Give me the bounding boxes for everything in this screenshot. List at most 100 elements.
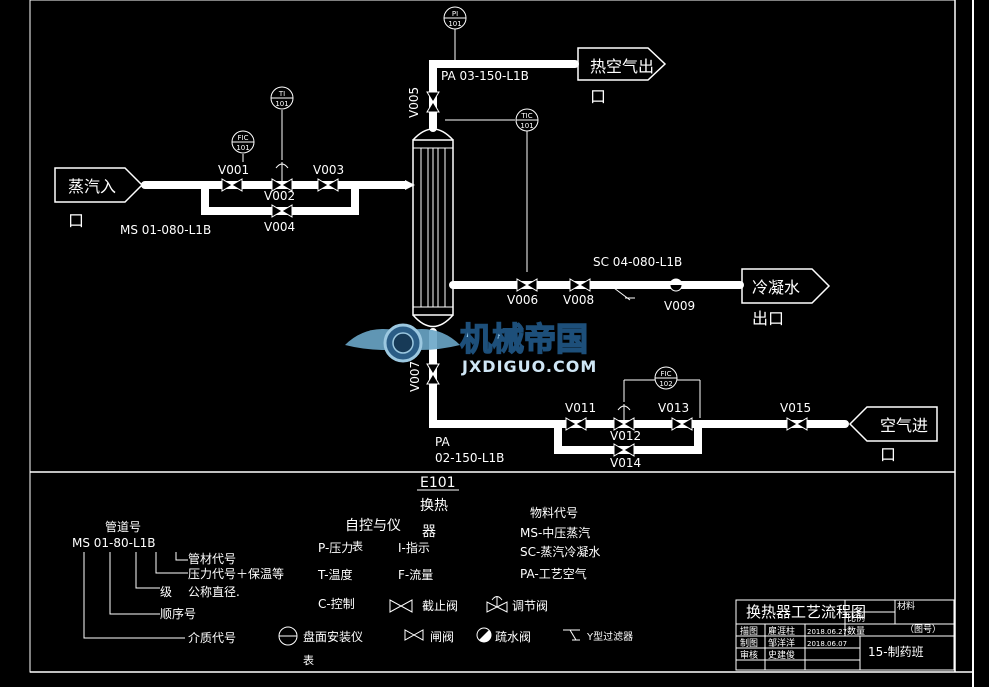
valve-v006-label: V006 bbox=[507, 293, 538, 307]
pi-tag: PI bbox=[452, 10, 458, 18]
legend-e101-tag: E101 bbox=[420, 475, 456, 491]
ms-pipe-label: MS 01-080-L1B bbox=[120, 223, 211, 237]
legend-pipe-part-2: 压力代号＋保温等 bbox=[188, 567, 284, 581]
valve-v005-label: V005 bbox=[407, 87, 421, 118]
valve-v015-icon bbox=[786, 417, 808, 431]
fic102-number: 102 bbox=[659, 380, 672, 388]
legend-material-pa: PA-工艺空气 bbox=[520, 566, 587, 581]
valve-v014-icon bbox=[613, 443, 635, 457]
condensate-outlet-label: 冷凝水 bbox=[752, 278, 800, 297]
valve-v006-icon bbox=[516, 278, 538, 292]
heat-exchanger-e101 bbox=[412, 128, 454, 328]
title-block-scale: 比例 bbox=[847, 612, 865, 624]
legend-pipe-title: 管道号 bbox=[105, 519, 141, 534]
title-block-row2-role: 制图 bbox=[740, 637, 758, 649]
valve-v004-label: V004 bbox=[264, 220, 295, 234]
valve-v002-label: V002 bbox=[264, 189, 295, 203]
steam-inlet-arrow bbox=[54, 167, 144, 203]
legend-control-c: C-控制 bbox=[318, 597, 355, 611]
legend-material-title: 物料代号 bbox=[530, 506, 578, 520]
legend-panel-instrument: 盘面安装仪 bbox=[303, 629, 363, 644]
legend-pipe-part-6: 介质代号 bbox=[188, 631, 236, 645]
valve-v013-label: V013 bbox=[658, 401, 689, 415]
legend-pipe-part-1: 管材代号 bbox=[188, 551, 236, 566]
title-block-row3-role: 审核 bbox=[740, 649, 758, 661]
legend-material-sc: SC-蒸汽冷凝水 bbox=[520, 544, 600, 559]
legend-pipe-leaders bbox=[83, 552, 188, 639]
title-block-row1-name: 雇涯柱 bbox=[768, 625, 795, 637]
legend-pipe-part-4: 公称直径. bbox=[188, 585, 240, 599]
outer-frame-right bbox=[972, 0, 974, 687]
legend-e101-name: 换热 bbox=[420, 497, 448, 514]
trap-valve-icon bbox=[476, 627, 492, 643]
valve-v009-trap-icon bbox=[669, 278, 683, 292]
valve-v002-icon bbox=[271, 162, 293, 192]
valve-v004-icon bbox=[271, 204, 293, 218]
legend-pipe-part-5: 顺序号 bbox=[160, 606, 196, 621]
valve-v003-icon bbox=[317, 178, 339, 192]
control-valve-icon bbox=[486, 596, 508, 613]
condensate-outlet-arrow bbox=[741, 268, 831, 304]
valve-v003-label: V003 bbox=[313, 163, 344, 177]
legend-trap-valve: 疏水阀 bbox=[495, 629, 531, 644]
condensate-outlet-sub: 出口 bbox=[752, 309, 784, 328]
air-inlet-arrow bbox=[848, 406, 938, 442]
tic-number: 101 bbox=[520, 122, 533, 130]
tic-tag: TIC bbox=[520, 112, 532, 120]
valve-v007-icon bbox=[426, 363, 440, 385]
legend-control-t: T-温度 bbox=[317, 567, 353, 582]
valve-v014-label: V014 bbox=[610, 456, 641, 470]
gate-valve-icon bbox=[404, 629, 424, 641]
legend-panel-instrument2: 表 bbox=[303, 653, 314, 667]
title-block-group: 15-制药班 bbox=[868, 645, 924, 659]
panel-instrument-icon bbox=[278, 626, 298, 646]
air-inlet-sub: 口 bbox=[880, 445, 896, 464]
sc-pipe-label: SC 04-080-L1B bbox=[593, 255, 682, 269]
ti-tag: TI bbox=[278, 90, 285, 98]
watermark-title: 机械帝国 bbox=[460, 320, 588, 358]
pa02-pipe-label-b: 02-150-L1B bbox=[435, 451, 504, 465]
valve-v015-label: V015 bbox=[780, 401, 811, 415]
fic101-number: 101 bbox=[236, 144, 249, 152]
pa02-pipe-label-a: PA bbox=[435, 435, 450, 449]
hot-air-outlet-sub: 口 bbox=[590, 87, 606, 106]
pa03-pipe-label: PA 03-150-L1B bbox=[441, 69, 529, 83]
valve-v012-icon bbox=[613, 404, 635, 431]
valve-v011-label: V011 bbox=[565, 401, 596, 415]
legend-control-p: P-压力 bbox=[318, 541, 353, 555]
title-block-row2-date: 2018.06.07 bbox=[807, 640, 847, 648]
legend-control-f: F-流量 bbox=[398, 568, 433, 582]
title-block-material: 材料 bbox=[897, 600, 915, 612]
valve-v008-icon bbox=[569, 278, 591, 292]
title-block-row1-role: 描图 bbox=[740, 625, 758, 637]
legend-control-title2: 表 bbox=[352, 539, 363, 553]
legend-control-title: 自控与仪 bbox=[345, 518, 401, 534]
pi-number: 101 bbox=[448, 20, 461, 28]
y-filter-legend-icon bbox=[563, 629, 580, 641]
legend-material-ms: MS-中压蒸汽 bbox=[520, 525, 590, 540]
legend-stop-valve: 截止阀 bbox=[422, 599, 458, 613]
fic101-tag: FIC bbox=[238, 134, 249, 142]
valve-v007-label: V007 bbox=[408, 361, 422, 392]
title-block-row2-name: 邹洋洋 bbox=[768, 637, 795, 649]
title-block-row1-date: 2018.06.27 bbox=[807, 628, 847, 636]
y-filter-icon bbox=[609, 284, 635, 301]
legend-pipe-part-3: 级 bbox=[160, 585, 172, 599]
valve-v001-label: V001 bbox=[218, 163, 249, 177]
title-block-drawing-no: （图号） bbox=[905, 624, 941, 635]
valve-v005-icon bbox=[426, 91, 440, 113]
watermark-logo bbox=[345, 323, 460, 363]
legend-e101-name2: 器 bbox=[422, 524, 436, 540]
watermark-url: JXDIGUO.COM bbox=[461, 357, 597, 376]
fic102-tag: FIC bbox=[661, 370, 672, 378]
valve-v008-label: V008 bbox=[563, 293, 594, 307]
title-block-row3-name: 史建俊 bbox=[768, 649, 795, 661]
valve-v012-label: V012 bbox=[610, 429, 641, 443]
steam-inlet-sub: 口 bbox=[68, 211, 84, 230]
hot-air-outlet-arrow bbox=[577, 47, 667, 81]
valve-v009-label: V009 bbox=[664, 299, 695, 313]
legend-pipe-example: MS 01-80-L1B bbox=[72, 536, 156, 550]
legend-y-filter: Y型过滤器 bbox=[586, 630, 633, 643]
valve-v011-icon bbox=[565, 417, 587, 431]
